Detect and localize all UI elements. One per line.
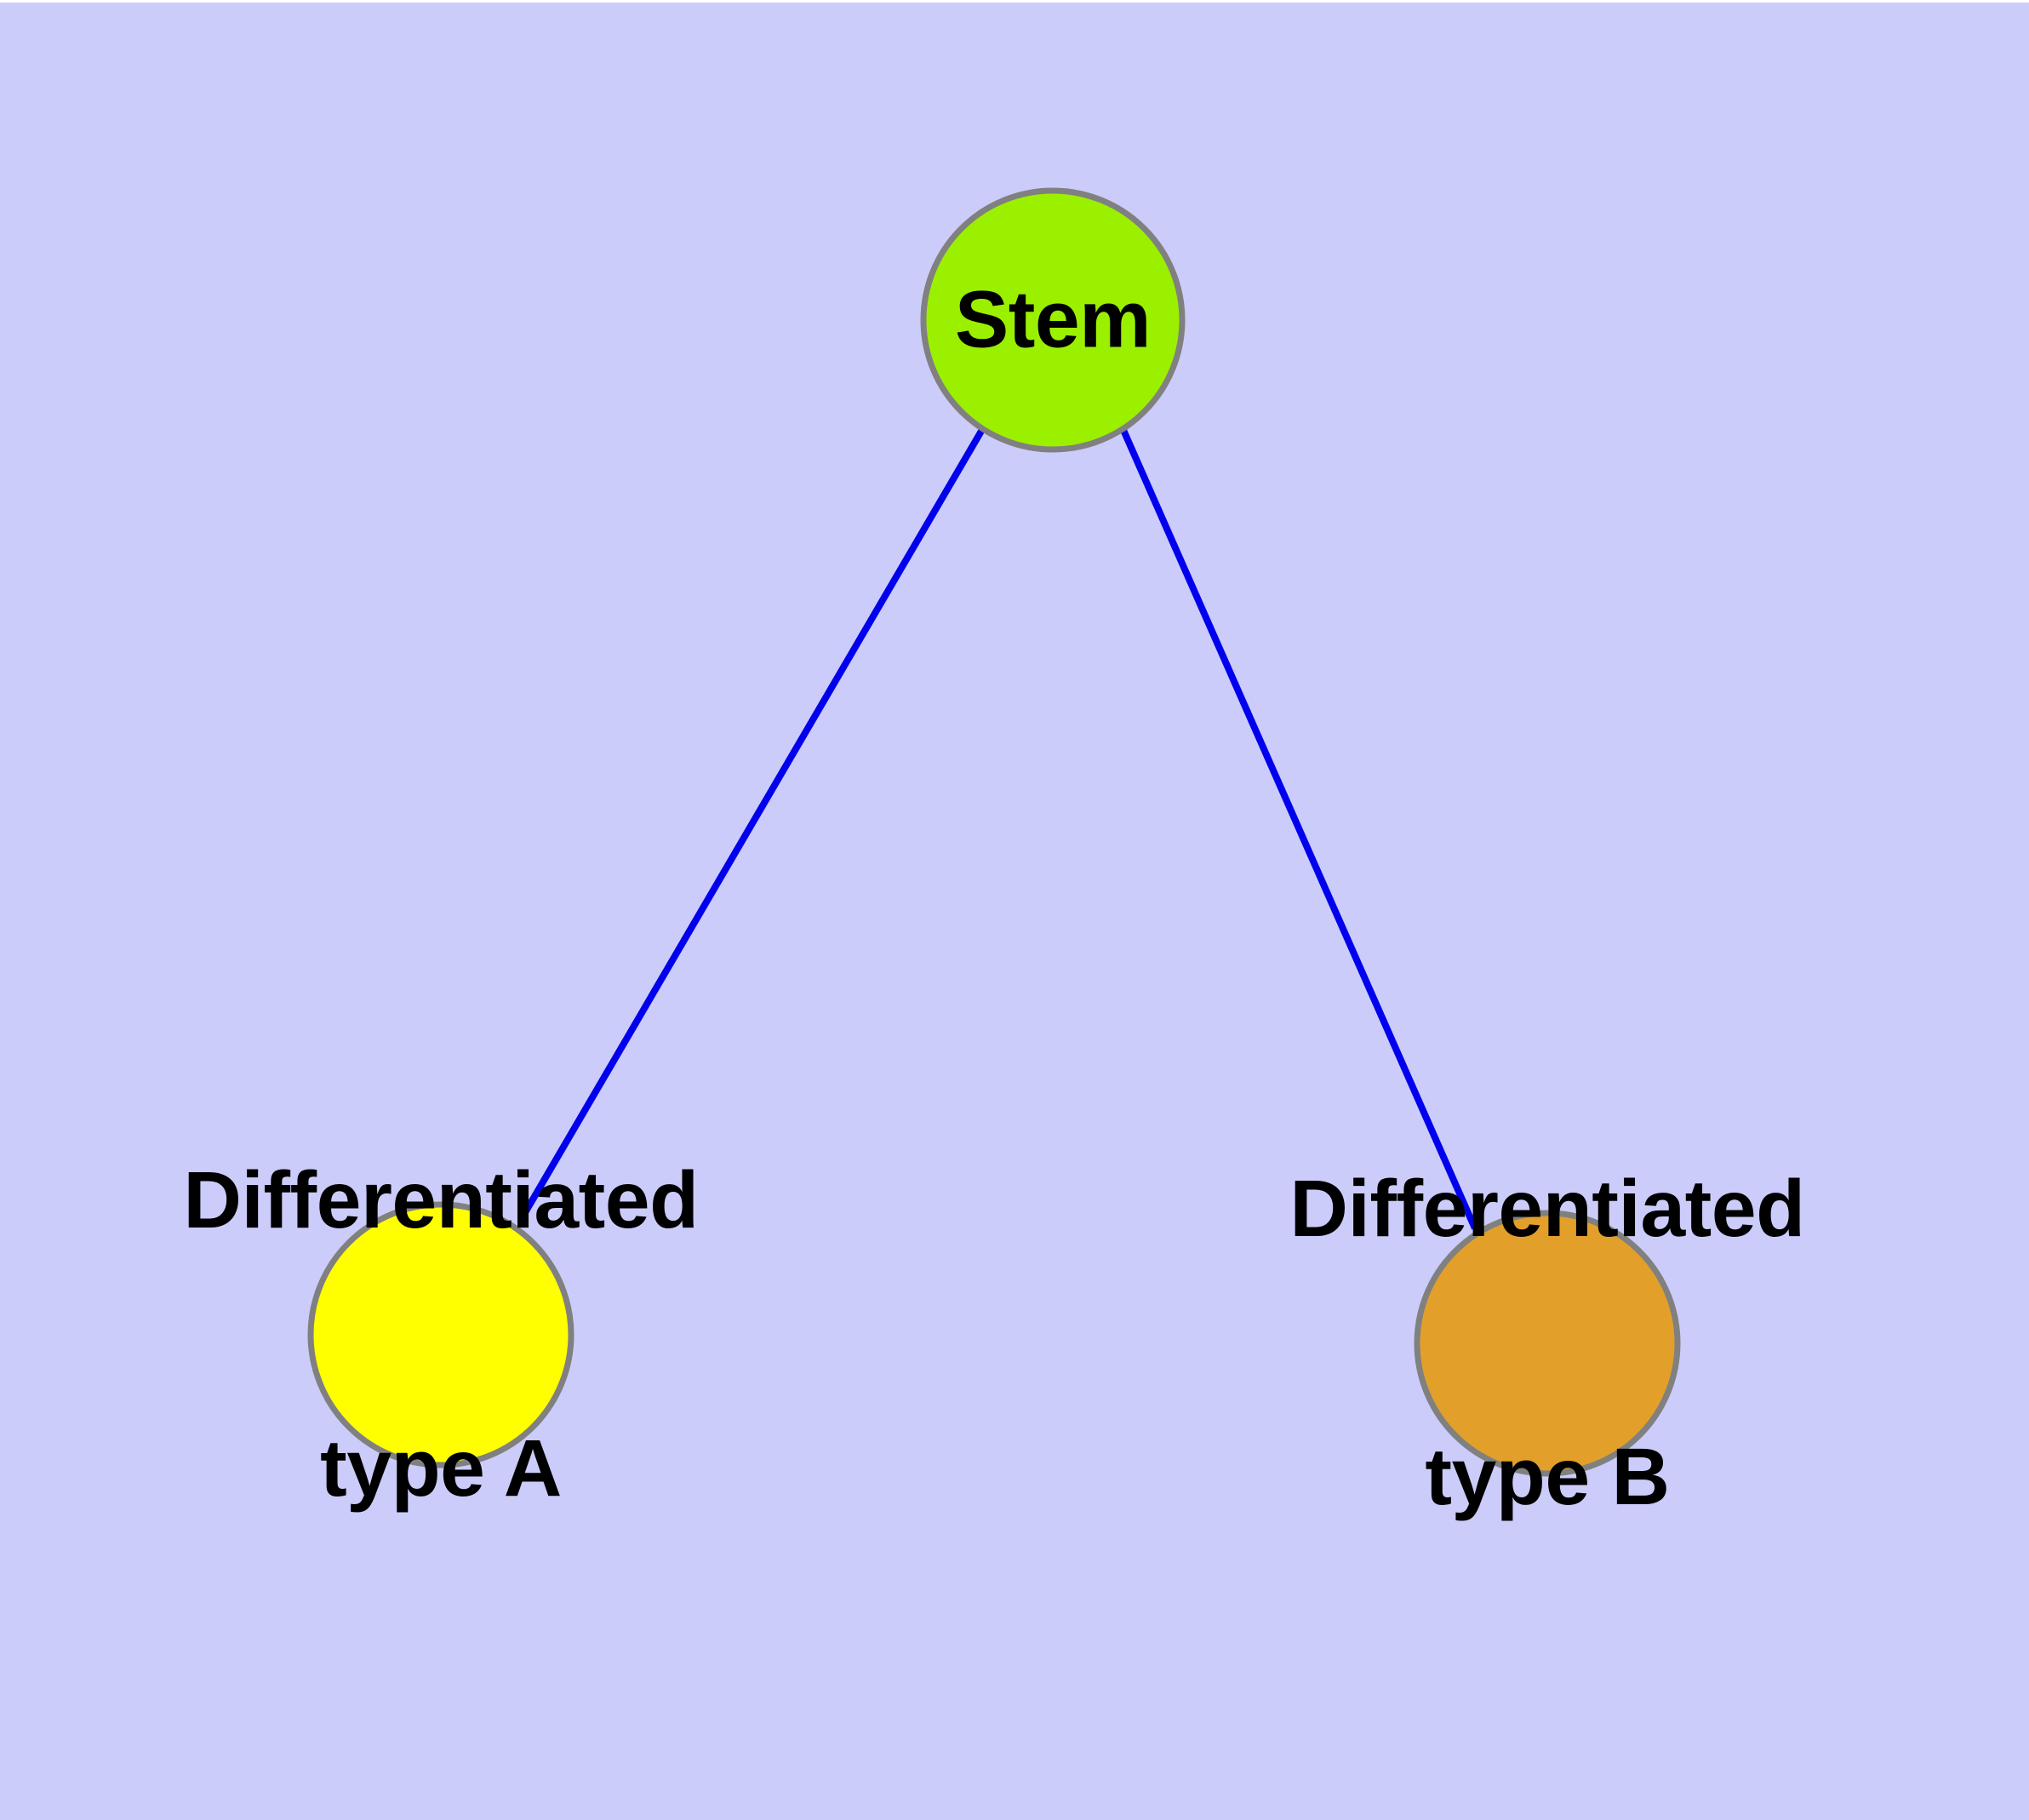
node-differentiated-type-b[interactable] [1414, 1210, 1681, 1477]
node-layer [307, 187, 1681, 1477]
edge-layer [517, 426, 1478, 1230]
node-stem[interactable] [920, 187, 1186, 453]
graph-svg [307, 187, 1681, 1477]
edge-stem-to-differentiated-type-a[interactable] [517, 426, 986, 1222]
edge-stem-to-differentiated-type-b[interactable] [1119, 426, 1478, 1230]
node-differentiated-type-a[interactable] [307, 1201, 574, 1468]
